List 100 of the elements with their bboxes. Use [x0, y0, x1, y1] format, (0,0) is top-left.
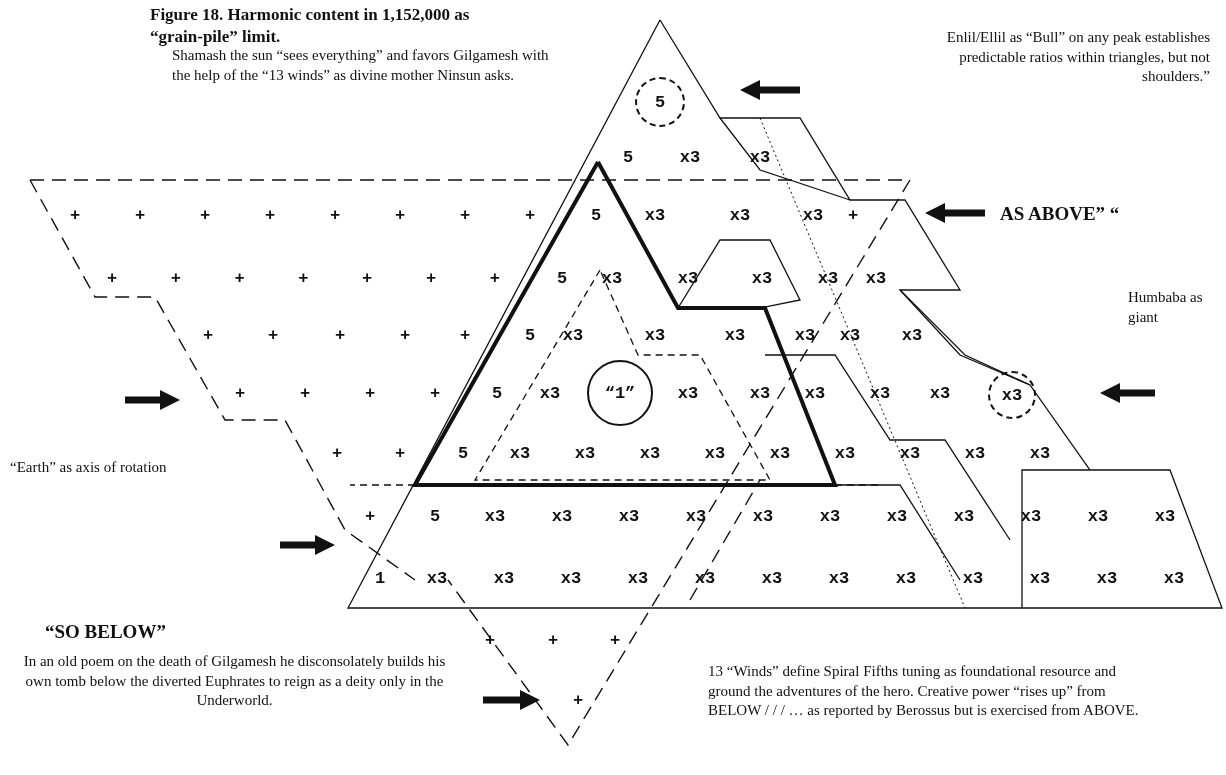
ratio-symbol: + [394, 206, 406, 224]
ratio-symbol: x3 [1163, 569, 1185, 587]
ratio-symbol: + [202, 326, 214, 344]
ratio-symbol: x3 [1087, 507, 1109, 525]
ratio-symbol: x3 [834, 444, 856, 462]
ratio-symbol: x3 [551, 507, 573, 525]
ratio-symbol: + [364, 507, 376, 525]
ratio-symbol: x3 [1029, 444, 1051, 462]
ratio-symbol: x3 [761, 569, 783, 587]
ratio-symbol: + [299, 384, 311, 402]
ratio-symbol: x3 [895, 569, 917, 587]
ratio-symbol: 1 [374, 569, 386, 587]
ratio-symbol: x3 [839, 326, 861, 344]
ratio-symbol: x3 [962, 569, 984, 587]
ratio-symbol: x3 [679, 148, 701, 166]
ratio-symbol: + [362, 269, 373, 287]
ratio-symbol: + [234, 269, 245, 287]
ratio-symbol: 5 [524, 326, 536, 344]
ratio-symbol: + [364, 384, 376, 402]
ratio-symbol: + [267, 326, 279, 344]
ratio-symbol: + [106, 269, 118, 287]
annotation-text: In an old poem on the death of Gilgamesh he disconsolately builds his own tomb below the diverted Euphrates to reign as a deity only in the Underworld. [22, 652, 447, 710]
ratio-symbol: + [609, 631, 621, 649]
ratio-symbol: 5 [491, 384, 503, 402]
ratio-symbol: x3 [1096, 569, 1118, 587]
ratio-symbol: x3 [819, 507, 841, 525]
ratio-symbol: x3 [694, 569, 716, 587]
ratio-symbol: 5 [590, 206, 602, 224]
ratio-symbol: x3 [601, 269, 623, 287]
ratio-symbol: x3 [886, 507, 908, 525]
annotation-text: Enlil/Ellil as “Bull” on any peak establishes predictable ratios within triangles, but not shoulders.” [945, 28, 1210, 86]
ratio-symbol: x3 [751, 269, 773, 287]
ratio-symbol: x3 [749, 148, 771, 166]
ratio-symbol: + [69, 206, 81, 224]
ratio-symbol: x3 [729, 206, 751, 224]
ratio-symbol: x3 [426, 569, 448, 587]
ratio-symbol: + [199, 206, 211, 224]
ratio-symbol: x3 [509, 444, 531, 462]
ratio-symbol: x3 [899, 444, 921, 462]
ratio-symbol: + [331, 444, 343, 462]
circled-number: x3 [988, 371, 1036, 419]
annotation-text: 13 “Winds” define Spiral Fifths tuning as foundational resource and ground the adventures of the hero. Creative power “rises up” from BELOW / / / … as reported by Berossus but is exercised from ABOVE. [708, 662, 1140, 720]
ratio-symbol: x3 [574, 444, 596, 462]
heading-text: AS ABOVE” “ [1000, 202, 1121, 226]
ratio-symbol: x3 [869, 384, 891, 402]
ratio-symbol: x3 [627, 569, 649, 587]
ratio-symbol: x3 [865, 269, 887, 287]
ratio-symbol: + [484, 631, 496, 649]
ratio-symbol: x3 [644, 206, 666, 224]
ratio-symbol: 5 [457, 444, 469, 462]
ratio-symbol: + [524, 206, 536, 224]
ratio-symbol: x3 [964, 444, 986, 462]
ratio-symbol: + [134, 206, 146, 224]
ratio-symbol: x3 [493, 569, 515, 587]
annotation-text: Humbaba as giant [1128, 288, 1204, 327]
ratio-symbol: x3 [677, 384, 699, 402]
ratio-symbol: + [547, 631, 559, 649]
ratio-symbol: + [399, 326, 411, 344]
ratio-symbol: + [459, 326, 471, 344]
annotation-text: Shamash the sun “sees everything” and favors Gilgamesh with the help of the “13 winds” as divine mother Ninsun asks. [172, 46, 550, 85]
ratio-symbol: + [394, 444, 406, 462]
ratio-symbol: + [489, 269, 500, 287]
annotation-text: “Earth” as axis of rotation [10, 458, 168, 477]
heading-text: “SO BELOW” [45, 620, 167, 644]
ratio-symbol: x3 [704, 444, 726, 462]
ratio-symbol: x3 [953, 507, 975, 525]
ratio-symbol: x3 [794, 326, 816, 344]
ratio-symbol: + [329, 206, 341, 224]
ratio-symbol: x3 [484, 507, 506, 525]
ratio-symbol: x3 [639, 444, 661, 462]
ratio-symbol: x3 [724, 326, 746, 344]
ratio-symbol: 5 [429, 507, 441, 525]
ratio-symbol: x3 [929, 384, 951, 402]
circled-number: 5 [635, 77, 685, 127]
ratio-symbol: x3 [828, 569, 850, 587]
ratio-symbol: + [170, 269, 181, 287]
ratio-symbol: x3 [802, 206, 824, 224]
ratio-symbol: + [847, 206, 859, 224]
ratio-symbol: + [264, 206, 276, 224]
ratio-symbol: + [234, 384, 246, 402]
ratio-symbol: x3 [817, 269, 839, 287]
ratio-symbol: x3 [685, 507, 707, 525]
ratio-symbol: + [425, 269, 437, 287]
ratio-symbol: + [459, 206, 471, 224]
ratio-symbol: + [429, 384, 441, 402]
circled-number: “1” [587, 360, 653, 426]
ratio-symbol: x3 [677, 269, 699, 287]
ratio-symbol: x3 [804, 384, 826, 402]
ratio-symbol: + [298, 269, 309, 287]
ratio-symbol: x3 [769, 444, 791, 462]
ratio-symbol: x3 [562, 326, 584, 344]
ratio-symbol: x3 [901, 326, 923, 344]
ratio-symbol: + [572, 691, 584, 709]
ratio-symbol: 5 [556, 269, 568, 287]
ratio-symbol: x3 [618, 507, 640, 525]
ratio-symbol: + [334, 326, 346, 344]
ratio-symbol: x3 [644, 326, 666, 344]
ratio-symbol: x3 [752, 507, 774, 525]
ratio-symbol: 5 [622, 148, 634, 166]
ratio-symbol: x3 [1029, 569, 1051, 587]
